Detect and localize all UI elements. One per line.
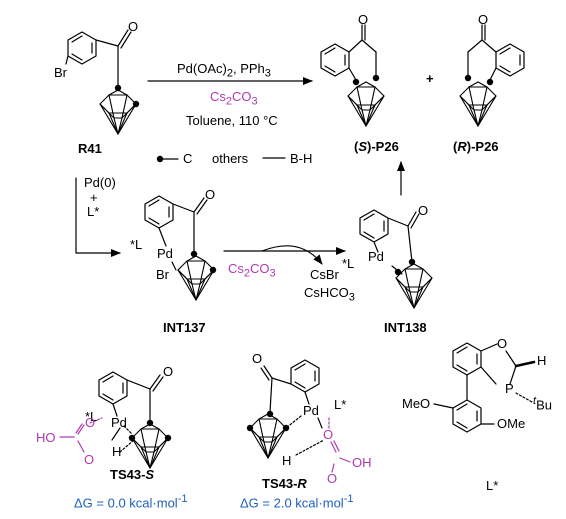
ligand-p: P [505, 381, 514, 396]
s-p26-structure [320, 24, 385, 127]
r-p26-label: (R)-P26 [453, 139, 499, 154]
ts-s-ligand: *L [85, 409, 98, 424]
ts-s-ho: HO [36, 430, 56, 445]
int137-ligand: *L [130, 237, 143, 252]
ligand-ome-left: MeO [402, 396, 431, 411]
ts-r-ligand: L* [334, 397, 347, 412]
s-p26-label: (S)-P26 [354, 139, 399, 154]
base-conditions: Cs2CO3 [210, 89, 258, 108]
int137-pd: Pd [157, 246, 173, 261]
catalyst-conditions: Pd(OAc)2, PPh3 [177, 61, 271, 80]
ts-r-o-bottom: O [327, 471, 338, 486]
catalyst-plus: + [90, 190, 98, 205]
legend-others: others [212, 151, 249, 166]
ts-s-carbonyl-o: O [163, 364, 174, 379]
ts43-r-structure [246, 359, 351, 473]
ligand-ome-right: OMe [497, 416, 526, 431]
byproduct-csbr: CsBr [310, 267, 339, 282]
r41-structure [65, 29, 140, 135]
ts-s-pd: Pd [111, 415, 127, 430]
ligand-l-star: L* [87, 204, 100, 219]
byproduct-curved-arrow [261, 245, 323, 265]
ts-s-o-top: O [85, 415, 96, 430]
ts-r-oh: OH [352, 455, 372, 470]
ligand-h: H [537, 353, 547, 368]
ligand-o: O [497, 336, 508, 351]
ts-s-o-bottom: O [84, 452, 95, 467]
int138-carbonyl-o: O [418, 203, 429, 218]
r41-carbonyl-o: O [128, 19, 139, 34]
legend-bh: B-H [290, 151, 313, 166]
pd0-label: Pd(0) [84, 175, 116, 190]
ligand-tbu: tBu [533, 395, 552, 413]
r-p26-carbonyl-o: O [478, 12, 489, 27]
solvent-temperature: Toluene, 110 °C [186, 113, 278, 128]
r41-label: R41 [78, 141, 102, 156]
int137-label: INT137 [163, 320, 206, 335]
ts-r-h: H [282, 453, 292, 468]
ts-r-energy: ΔG = 2.0 kcal·mol-1 [240, 493, 354, 511]
ts-s-h: H [112, 444, 122, 459]
ligand-label: L* [486, 478, 499, 493]
r41-br: Br [54, 65, 67, 80]
int137-structure [144, 195, 217, 301]
carbon-dot [156, 155, 164, 163]
int137-base: Cs2CO3 [228, 261, 276, 280]
int138-structure [359, 209, 433, 309]
catalyst-arrow [75, 177, 121, 257]
legend-carbon: C [183, 151, 193, 166]
ts-s-label: TS43-S [110, 467, 155, 482]
ts-s-energy: ΔG = 0.0 kcal·mol-1 [74, 493, 188, 511]
r-p26-structure [459, 24, 525, 127]
int137-carbonyl-o: O [205, 187, 216, 202]
int137-br: Br [156, 267, 169, 282]
plus-sign: + [426, 71, 434, 86]
ts43-s-structure [59, 371, 172, 469]
ts-r-pd: Pd [303, 403, 319, 418]
int138-label: INT138 [384, 320, 427, 335]
ts-r-label: TS43-R [262, 476, 307, 491]
int138-pd: Pd [368, 249, 384, 264]
ts-r-carbonyl-o: O [252, 351, 263, 366]
int138-ligand: *L [342, 256, 355, 271]
s-p26-carbonyl-o: O [358, 12, 369, 27]
ligand-structure [433, 342, 536, 433]
ts-r-o-top: O [323, 427, 334, 442]
byproduct-cshco3: CsHCO3 [304, 285, 355, 304]
